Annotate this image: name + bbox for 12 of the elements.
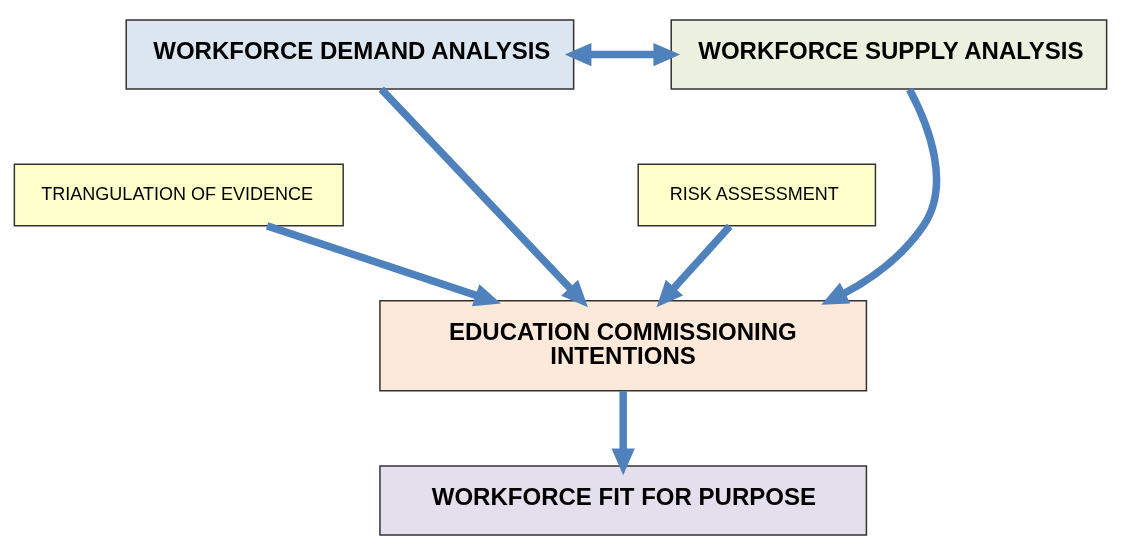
- arrow: [611, 390, 635, 475]
- arrow: [656, 223, 733, 307]
- arrow: [564, 42, 681, 66]
- arrow: [378, 86, 588, 307]
- node-box: WORKFORCE FIT FOR PURPOSE: [379, 464, 868, 536]
- node-box: WORKFORCE DEMAND ANALYSIS: [125, 18, 575, 90]
- node-box: RISK ASSESSMENT: [637, 162, 877, 226]
- node-box: TRIANGULATION OF EVIDENCE: [13, 162, 344, 226]
- node-box: EDUCATION COMMISSIONING INTENTIONS: [379, 299, 868, 392]
- arrow: [821, 87, 941, 305]
- arrow: [265, 221, 501, 306]
- node-box: WORKFORCE SUPPLY ANALYSIS: [670, 18, 1108, 90]
